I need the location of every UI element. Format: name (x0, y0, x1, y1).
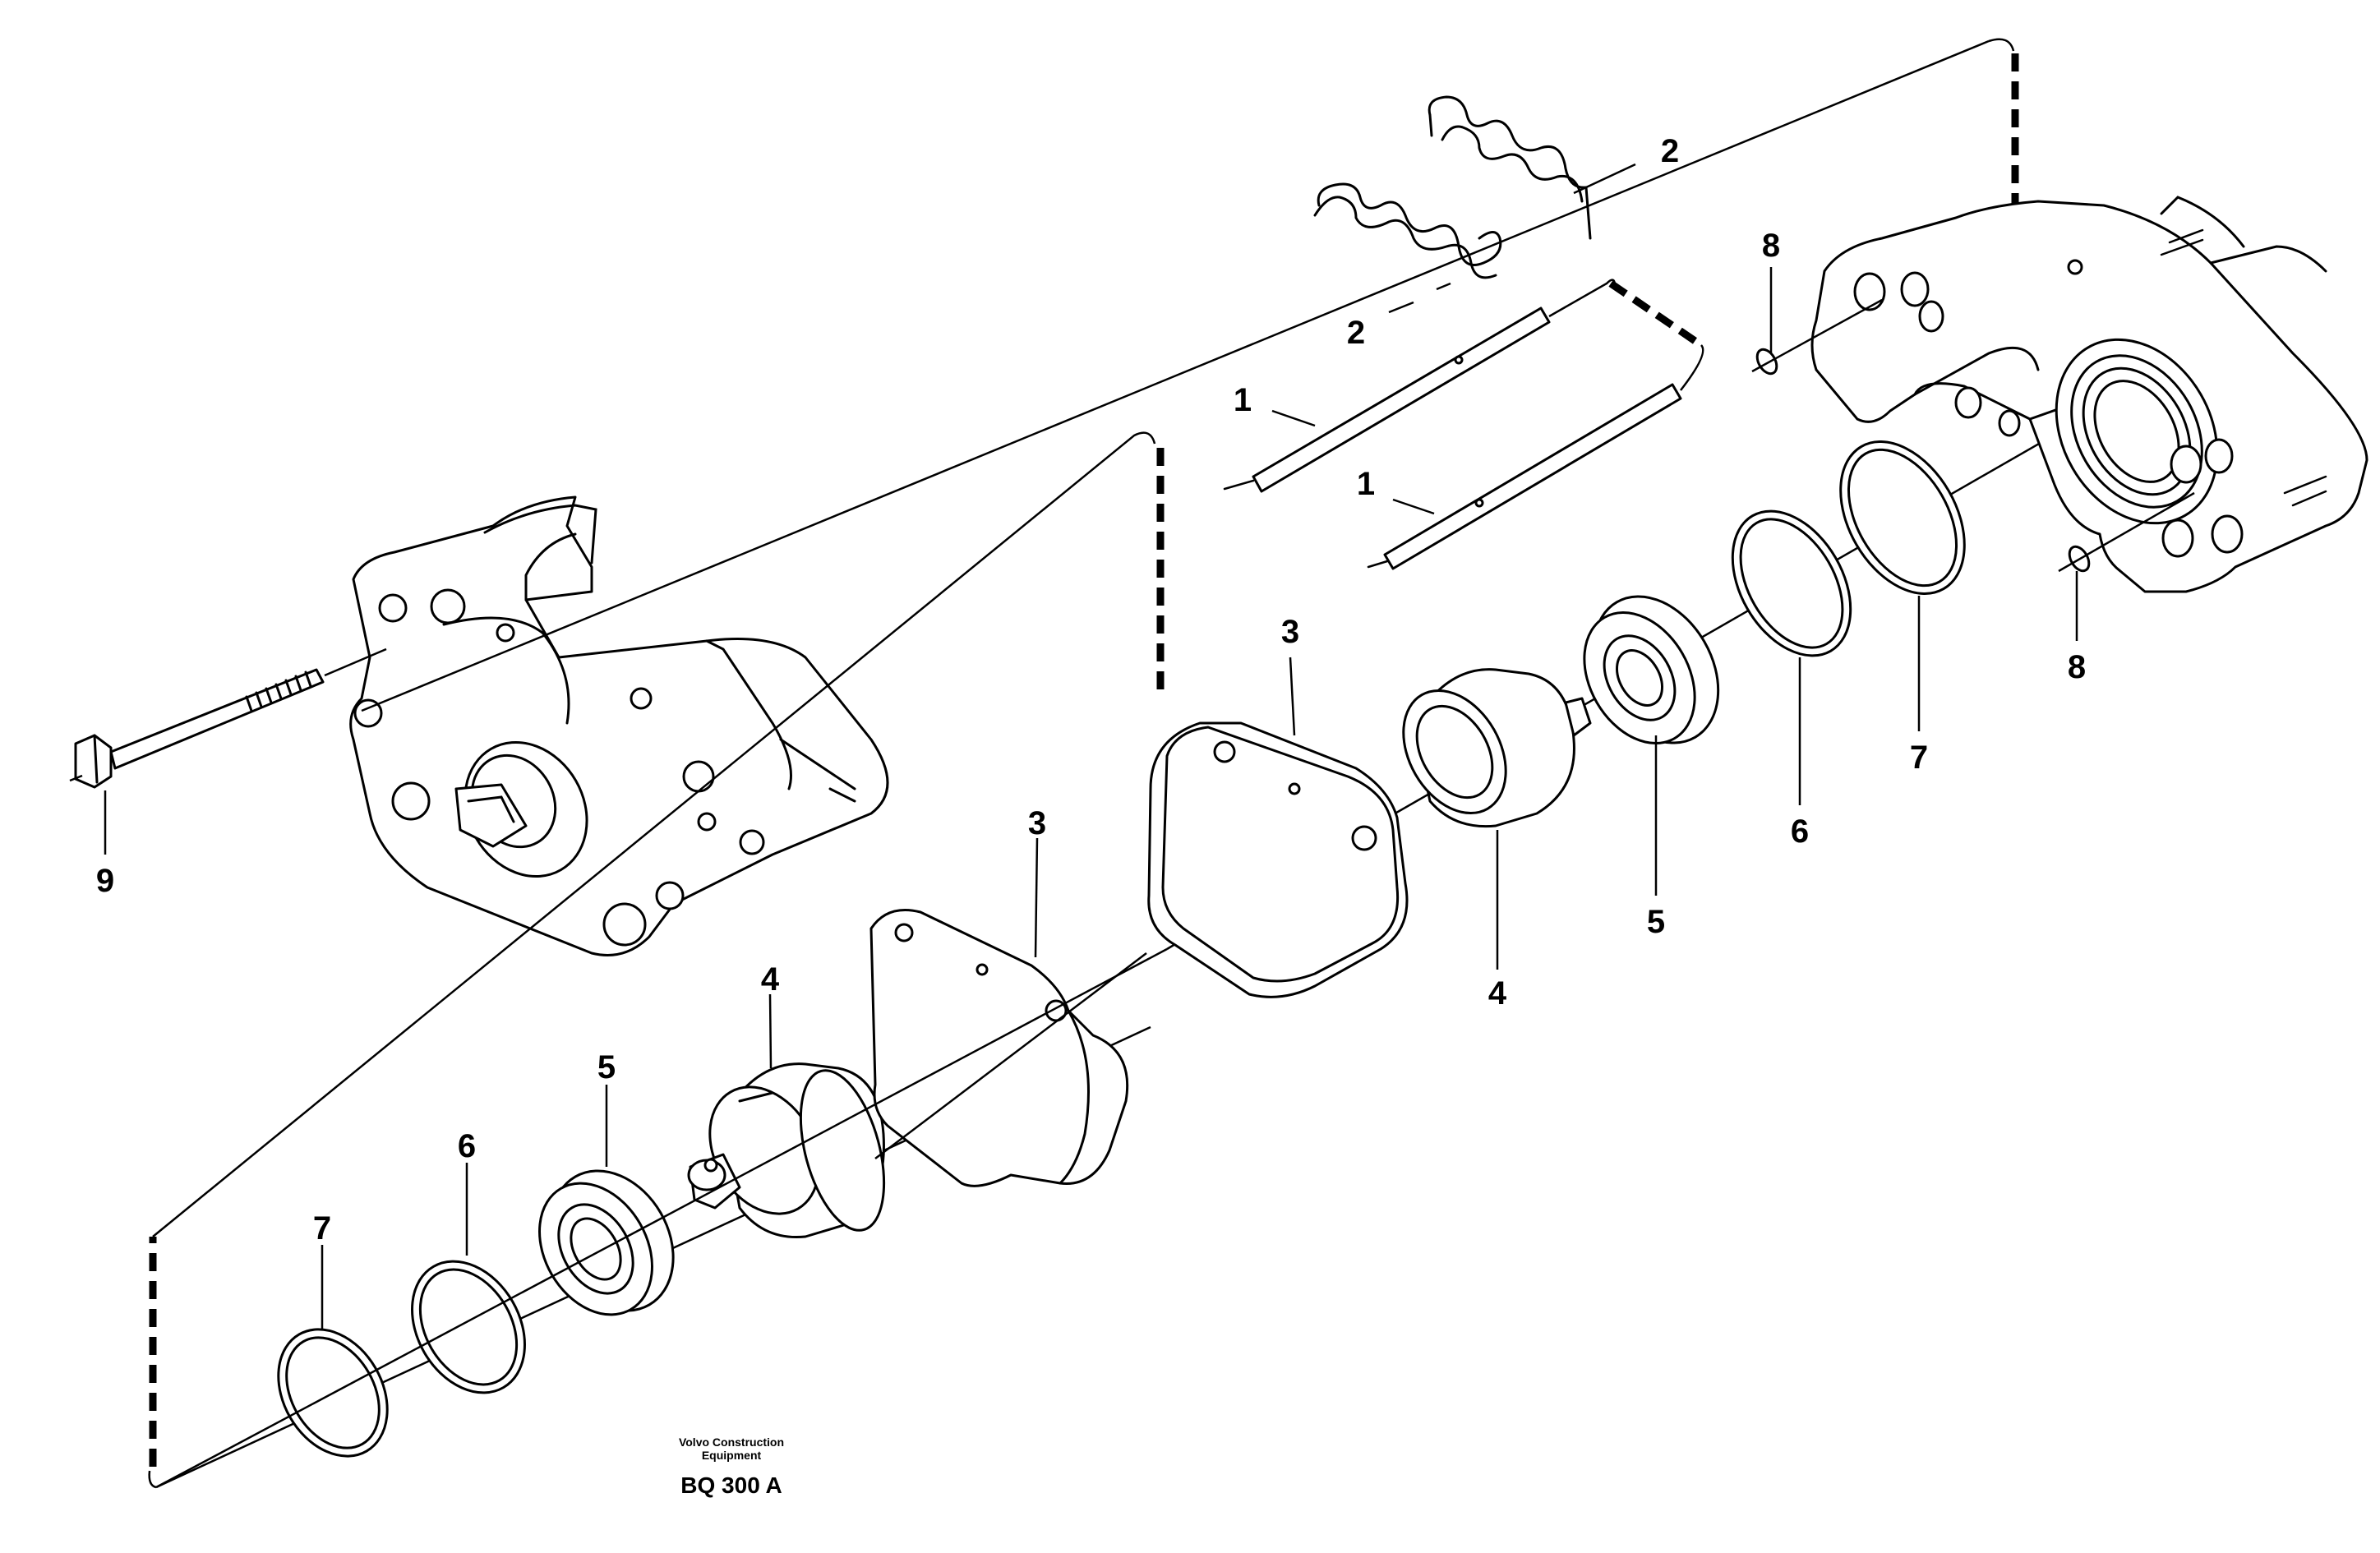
left-cover-plate-3 (869, 909, 1147, 1187)
callout-7-left: 7 (313, 1210, 331, 1247)
callout-8-upper: 8 (1762, 228, 1780, 264)
left-bearing-5 (538, 1169, 675, 1316)
callout-4-left: 4 (761, 961, 780, 998)
pin-1-lower (1367, 383, 1682, 570)
callout-4-right: 4 (1488, 975, 1507, 1012)
callout-6-right: 6 (1791, 813, 1809, 850)
washer-8-lower (2058, 491, 2195, 573)
callout-3-right: 3 (1281, 614, 1299, 650)
drawing-code: BQ 300 A (680, 1472, 782, 1498)
leader-lines (104, 163, 2078, 1329)
bolt-9 (69, 647, 387, 789)
right-cover-plate-3 (1147, 721, 1409, 998)
callout-1-upper: 1 (1234, 382, 1252, 418)
left-housing-bracket (349, 495, 889, 956)
callout-2-right: 2 (1661, 133, 1679, 169)
left-seal-ring-6 (411, 1260, 526, 1394)
callout-3-left: 3 (1028, 805, 1046, 841)
callout-8-lower: 8 (2068, 649, 2086, 685)
callout-5-right: 5 (1647, 904, 1665, 940)
drawing-footer: Volvo Construction Equipment BQ 300 A (679, 1435, 784, 1498)
spring-clip-2-right (1428, 95, 1592, 240)
callout-9: 9 (96, 863, 114, 899)
right-seal-ring-6 (1731, 509, 1852, 657)
right-seal-ring-7 (1839, 440, 1966, 596)
brand-line-2: Equipment (702, 1449, 762, 1462)
dashed-link-pins (1548, 279, 1704, 391)
callout-5-left: 5 (597, 1049, 616, 1085)
spring-clip-2-left (1313, 182, 1502, 279)
brand-line-1: Volvo Construction (679, 1435, 784, 1449)
callout-6-left: 6 (458, 1128, 476, 1164)
right-bushing-4 (1402, 668, 1592, 828)
washer-8-upper (1751, 298, 1883, 376)
right-bearing-5 (1583, 595, 1720, 744)
pin-1-upper (1223, 306, 1551, 493)
callout-labels: 1 1 2 2 3 3 4 4 5 5 6 6 7 7 8 8 9 (96, 133, 2086, 1247)
callout-7-right: 7 (1910, 740, 1928, 776)
left-bushing-4 (687, 1062, 886, 1239)
right-housing-bracket (1810, 196, 2368, 593)
callout-1-lower: 1 (1357, 466, 1375, 502)
callout-2-left: 2 (1347, 315, 1365, 351)
